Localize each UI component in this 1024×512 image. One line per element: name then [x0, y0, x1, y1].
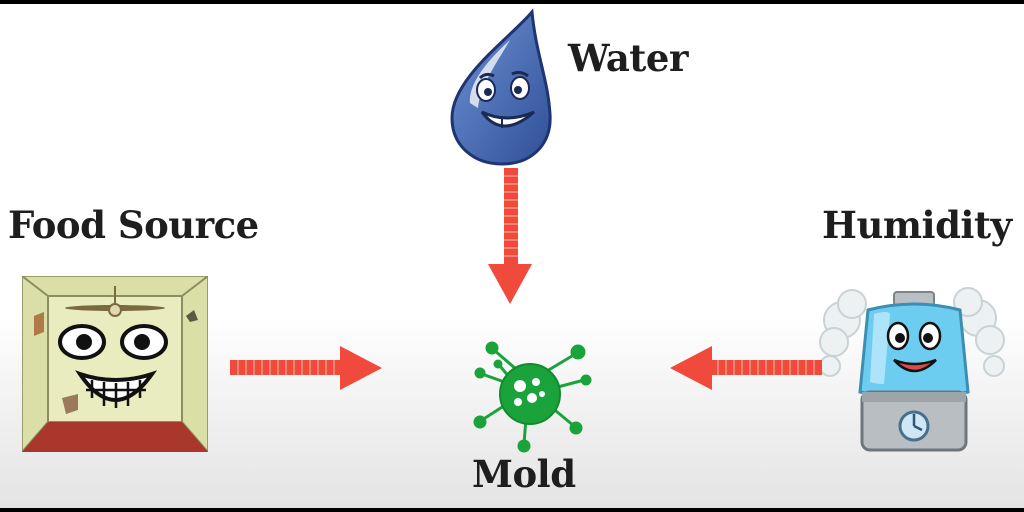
food-source-label: Food Source — [8, 203, 259, 247]
arrow-water-to-mold — [488, 168, 532, 304]
arrow-humidity-to-mold — [670, 346, 822, 390]
diagram-canvas: Water Food Source Humidity Mold — [0, 4, 1024, 508]
water-label: Water — [568, 36, 688, 80]
mold-spore-icon — [473, 341, 592, 453]
humidifier-icon — [819, 287, 1005, 452]
room-face-icon — [22, 276, 208, 452]
arrow-food-to-mold — [230, 346, 382, 390]
humidity-label: Humidity — [822, 203, 1012, 247]
water-drop-icon — [450, 8, 552, 166]
mold-label: Mold — [472, 452, 576, 496]
